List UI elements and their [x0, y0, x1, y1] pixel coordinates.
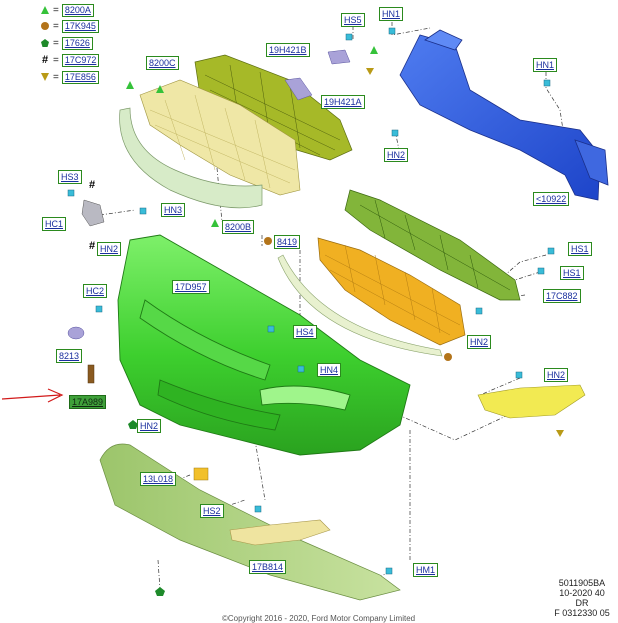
- hash-mark-1: #: [89, 179, 96, 191]
- legend-row-3: =17626: [40, 36, 93, 50]
- callout-19h421b[interactable]: 19H421B: [266, 43, 310, 57]
- lower-grille-orange: [317, 237, 466, 346]
- callout-hn2-a[interactable]: HN2: [384, 148, 409, 162]
- legend-code[interactable]: 17626: [61, 36, 93, 50]
- yellow-grille-8200b: [139, 79, 301, 196]
- callout-hm1[interactable]: HM1: [413, 563, 439, 577]
- callout-hs2[interactable]: HS2: [200, 504, 224, 518]
- callout-10922[interactable]: <10922: [533, 192, 570, 206]
- purple-clips: [67, 49, 351, 340]
- callout-17b814[interactable]: 17B814: [249, 560, 287, 574]
- legend-row-1: =8200A: [40, 3, 94, 17]
- triangle-icon: [41, 6, 49, 14]
- callout-8200b[interactable]: 8200B: [222, 220, 255, 234]
- callout-hn2-e[interactable]: HN2: [137, 419, 162, 433]
- drawing-date: 10-2020 40: [559, 588, 605, 598]
- legend-code[interactable]: 17K945: [61, 19, 99, 33]
- grille-surround: [119, 107, 263, 209]
- legend-code[interactable]: 17E856: [61, 70, 99, 84]
- diagram-symbols: [126, 46, 564, 596]
- callout-hs4[interactable]: HS4: [293, 325, 317, 339]
- callout-hn4[interactable]: HN4: [317, 363, 342, 377]
- callout-hn3[interactable]: HN3: [161, 203, 186, 217]
- fasteners: [67, 27, 555, 575]
- callout-19h421a[interactable]: 19H421A: [321, 95, 365, 109]
- strip-8419: [277, 254, 443, 357]
- drawing-info: 5011905BA 10-2020 40 DR F 0312330 05: [552, 578, 612, 618]
- red-pointer-arrow: [1, 388, 64, 403]
- callout-8213[interactable]: 8213: [56, 349, 83, 363]
- lower-valance: [99, 443, 401, 601]
- drawing-side: DR: [575, 598, 589, 608]
- callout-hc1[interactable]: HC1: [42, 217, 67, 231]
- trim-17b814: [229, 519, 331, 546]
- callout-8200c[interactable]: 8200C: [146, 56, 179, 70]
- callout-13l018[interactable]: 13L018: [140, 472, 177, 486]
- callout-hs1-b[interactable]: HS1: [560, 266, 584, 280]
- drawing-ref: F 0312330 05: [554, 608, 610, 618]
- circle-icon: [41, 22, 49, 30]
- inverted-triangle-icon: [41, 73, 49, 81]
- callout-17d957[interactable]: 17D957: [172, 280, 210, 294]
- drawing-number: 5011905BA: [558, 578, 606, 588]
- callout-8419[interactable]: 8419: [274, 235, 301, 249]
- hash-mark-2: #: [89, 240, 96, 252]
- callout-hn2-b[interactable]: HN2: [97, 242, 122, 256]
- pentagon-icon: [41, 39, 49, 47]
- copyright-text: ©Copyright 2016 - 2020, Ford Motor Compa…: [222, 614, 416, 623]
- part-13l018: [193, 467, 209, 481]
- right-trim-yellow: [477, 384, 586, 419]
- callout-hn2-c[interactable]: HN2: [467, 335, 492, 349]
- callout-17c882[interactable]: 17C882: [543, 289, 581, 303]
- legend-row-5: =17E856: [40, 70, 99, 84]
- bracket-hc1: [81, 199, 105, 227]
- legend-row-4: # =17C972: [40, 53, 100, 67]
- legend-code[interactable]: 17C972: [61, 53, 100, 67]
- callout-hs3[interactable]: HS3: [58, 170, 82, 184]
- callout-hs5[interactable]: HS5: [341, 13, 365, 27]
- callout-hn1-right[interactable]: HN1: [533, 58, 558, 72]
- reinforcement-17c882: [344, 189, 521, 301]
- part-17a989: [87, 364, 95, 384]
- callout-hs1-a[interactable]: HS1: [568, 242, 592, 256]
- callout-hn2-d[interactable]: HN2: [544, 368, 569, 382]
- callout-hn1-top[interactable]: HN1: [379, 7, 404, 21]
- impact-beam: [399, 29, 609, 201]
- legend-code[interactable]: 8200A: [61, 3, 94, 17]
- hash-icon: #: [41, 54, 49, 66]
- callout-hc2[interactable]: HC2: [83, 284, 108, 298]
- legend-row-2: =17K945: [40, 19, 99, 33]
- callout-17a989[interactable]: 17A989: [69, 395, 107, 409]
